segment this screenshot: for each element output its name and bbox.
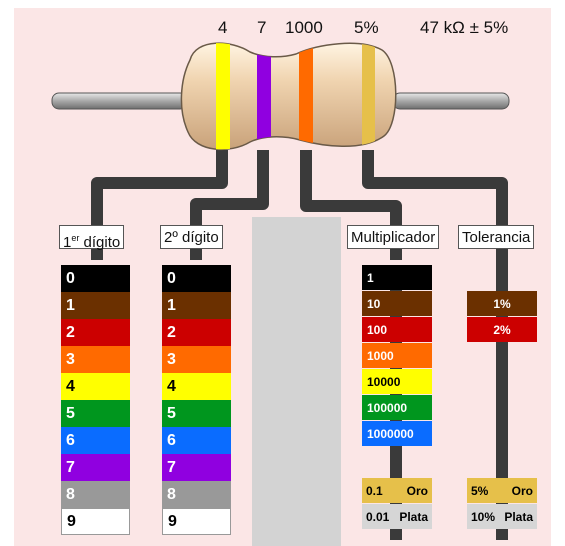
- empty-band-slot: [252, 217, 341, 546]
- first-digit-swatch-1[interactable]: 1: [61, 292, 130, 319]
- multiplier-swatch-100[interactable]: 100: [362, 317, 432, 342]
- second-digit-swatch-1[interactable]: 1: [162, 292, 231, 319]
- right-lead: [392, 92, 510, 110]
- first-digit-swatch-7[interactable]: 7: [61, 454, 130, 481]
- first-digit-swatch-4[interactable]: 4: [61, 373, 130, 400]
- band-tolerance: [362, 43, 375, 150]
- resistor-body: [180, 42, 397, 151]
- first-digit-swatch-6[interactable]: 6: [61, 427, 130, 454]
- second-digit-swatch-3[interactable]: 3: [162, 346, 231, 373]
- readout-second-digit: 7: [257, 18, 267, 37]
- first-digit-swatch-2[interactable]: 2: [61, 319, 130, 346]
- first-digit-swatch-0[interactable]: 0: [61, 265, 130, 292]
- second-digit-swatch-6[interactable]: 6: [162, 427, 231, 454]
- header-tolerance: Tolerancia: [458, 225, 535, 249]
- multiplier-swatch-100000[interactable]: 100000: [362, 395, 432, 420]
- band-multiplier: [299, 43, 313, 150]
- first-digit-swatch-9[interactable]: 9: [61, 508, 130, 535]
- band-second-digit: [257, 43, 271, 150]
- second-digit-swatch-9[interactable]: 9: [162, 508, 231, 535]
- header-second-digit: 2º dígito: [160, 225, 223, 249]
- tolerance-swatch-2%[interactable]: 2%: [467, 317, 537, 342]
- second-digit-swatch-8[interactable]: 8: [162, 481, 231, 508]
- first-digit-swatch-8[interactable]: 8: [61, 481, 130, 508]
- tolerance-swatch-plata[interactable]: 10%Plata: [467, 504, 537, 529]
- multiplier-swatch-1000[interactable]: 1000: [362, 343, 432, 368]
- header-multiplier: Multiplicador: [347, 225, 440, 249]
- second-digit-swatch-7[interactable]: 7: [162, 454, 231, 481]
- band-first-digit: [216, 43, 230, 150]
- tolerance-swatch-1%[interactable]: 1%: [467, 291, 537, 316]
- multiplier-swatch-1[interactable]: 1: [362, 265, 432, 290]
- tolerance-swatch-oro[interactable]: 5%Oro: [467, 478, 537, 503]
- multiplier-swatch-10[interactable]: 10: [362, 291, 432, 316]
- second-digit-swatch-0[interactable]: 0: [162, 265, 231, 292]
- second-digit-swatch-5[interactable]: 5: [162, 400, 231, 427]
- left-lead: [51, 92, 188, 110]
- second-digit-swatch-4[interactable]: 4: [162, 373, 231, 400]
- readout-tolerance: 5%: [354, 18, 379, 37]
- first-digit-swatch-3[interactable]: 3: [61, 346, 130, 373]
- first-digit-swatch-5[interactable]: 5: [61, 400, 130, 427]
- readout-multiplier: 1000: [285, 18, 323, 37]
- readout-first-digit: 4: [218, 18, 228, 37]
- readout-resistance: 47 kΩ ± 5%: [420, 18, 509, 37]
- header-first-digit: 1er dígito: [59, 225, 125, 251]
- multiplier-swatch-10000[interactable]: 10000: [362, 369, 432, 394]
- multiplier-swatch-1000000[interactable]: 1000000: [362, 421, 432, 446]
- second-digit-swatch-2[interactable]: 2: [162, 319, 231, 346]
